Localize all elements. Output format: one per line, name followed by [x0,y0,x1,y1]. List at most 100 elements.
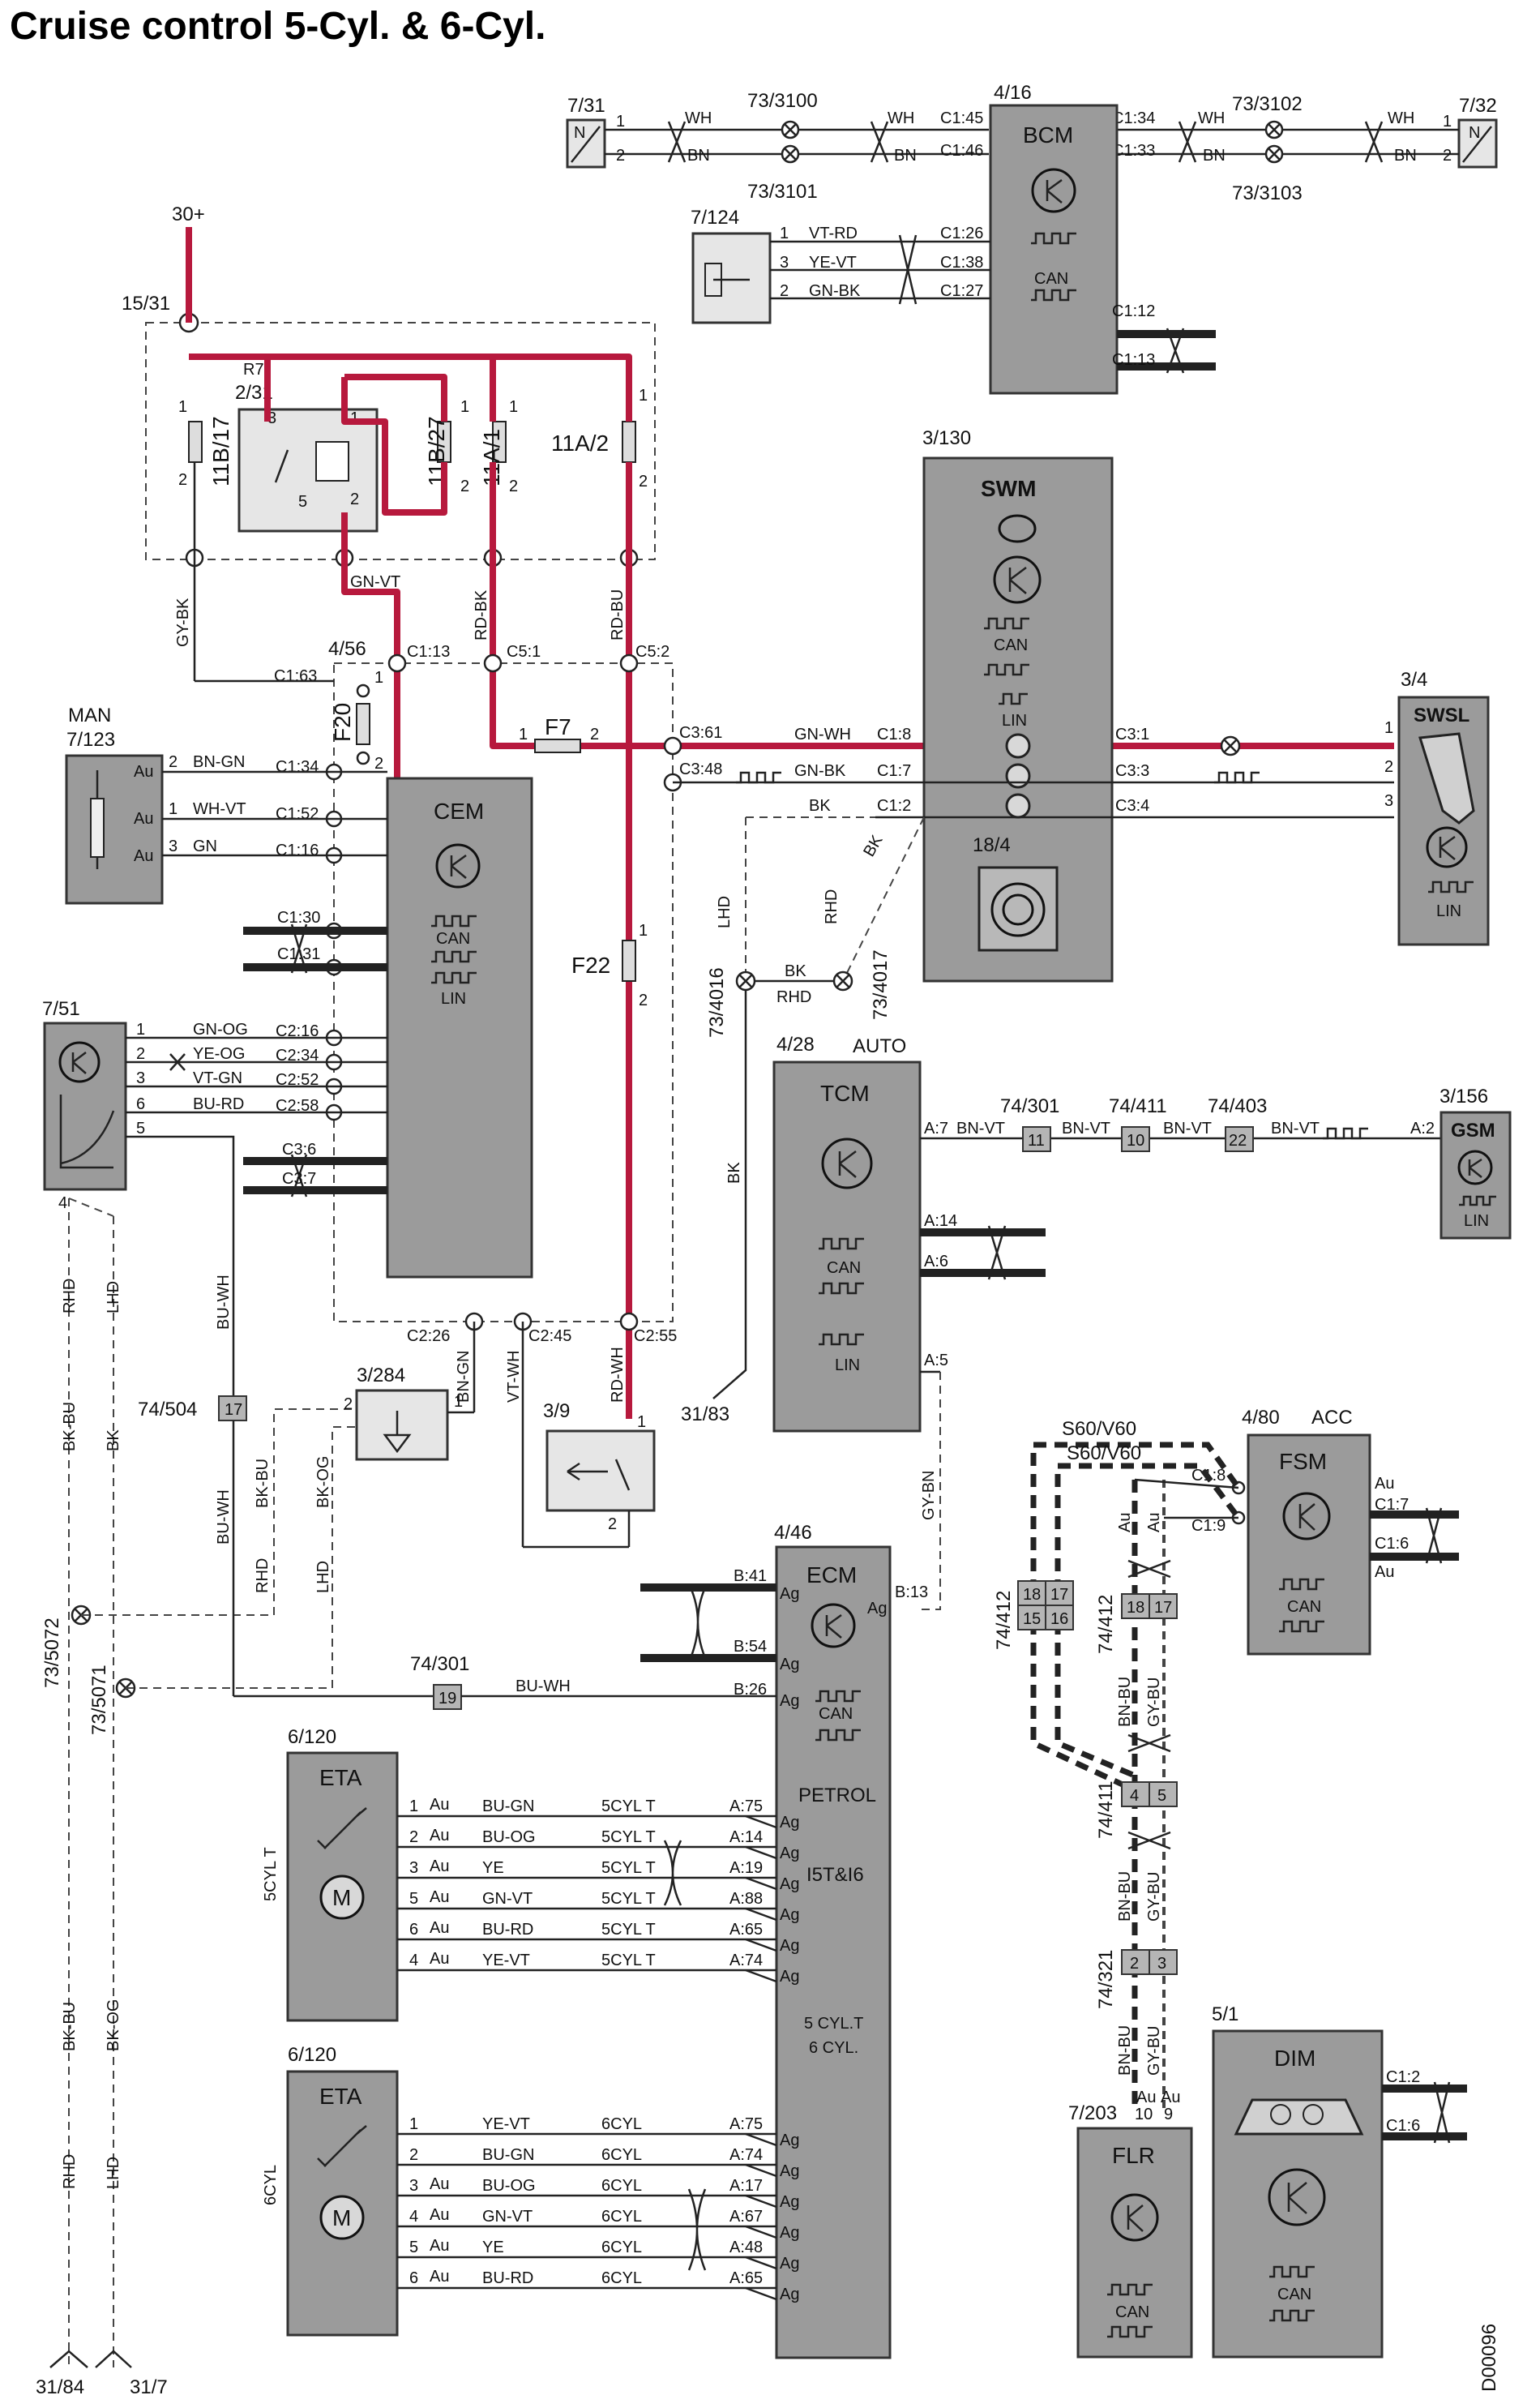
junction-4017: 73/4017 [870,949,892,1020]
pin-label: A:7 [924,1120,948,1138]
pin-label: 10 [1127,1132,1144,1150]
pin-label: 3 [409,2177,418,2195]
pin-label: 17 [1050,1586,1068,1604]
s60v60-label: S60/V60 [1062,1418,1136,1440]
au-label: Au [430,1919,449,1937]
top-wires: 1 2 WH BN WH BN C1:45 C1:46 C1:34 C1:33 … [605,90,1459,204]
lhd-label: LHD [716,896,734,928]
wire-label: BK [860,832,887,860]
pin-label: C1:52 [276,805,319,823]
lhd-label: LHD [105,1281,122,1313]
wire-label: BN-VT [956,1120,1005,1138]
pin-label: 17 [225,1401,242,1419]
wire-label: BK-OG [314,1456,332,1508]
pin-label: 2 [1384,758,1393,776]
switch-3-284: 3/284 2 1 BN-GN [344,1322,476,1461]
pin-label: C1:7 [877,762,911,780]
cem-can: CAN [436,930,470,948]
wire-tick [745,2286,777,2301]
pin-label: 9 [1164,2106,1173,2123]
pin-label: C3:3 [1115,762,1149,780]
cyl-tag: 5CYL T [601,1921,656,1939]
au-label: Au [134,763,153,781]
pin-label: C1:13 [407,643,450,661]
pin-label: 16 [1050,1610,1068,1628]
pin-label: C5:2 [635,643,669,661]
pin-label: 1 [409,2115,418,2133]
pin-label: 15 [1023,1610,1041,1628]
pin-label: 1 [460,398,469,416]
conn-74-411-ref: 74/411 [1095,1780,1117,1839]
lhd-label: LHD [314,1561,332,1593]
ag-label: Ag [867,1600,887,1617]
pin-label: C1:26 [940,225,983,242]
au-label: Au [430,1950,449,1968]
pin-label: 1 [616,113,625,131]
pin-label: 1 [509,398,518,416]
bcm-module: 4/16 BCM CAN C1:12 C1:13 [989,82,1216,395]
pin-label: 5 [409,1890,418,1908]
wire-label: BN [1203,147,1226,165]
wire-label: BU-GN [482,2146,534,2164]
wire-label: VT-GN [193,1069,242,1087]
wire-label: BN [894,147,917,165]
pin-label: 1 [639,387,648,405]
swsl-module: 3/4 SWSL LIN 1 2 3 [1384,669,1490,946]
junction-4016: 73/4016 [706,967,728,1038]
wire-label: GN [193,838,217,855]
page-title: Cruise control 5-Cyl. & 6-Cyl. [10,5,545,48]
pin-label: C1:6 [1375,1535,1409,1553]
svg-text:M: M [332,1885,351,1910]
wire-label: BU-RD [482,2269,533,2287]
pin-label: 1 [409,1797,418,1815]
ground-31-84: 31/84 [36,2376,84,2398]
pin-label: 3 [267,409,276,427]
pin-label: 1 [1384,719,1393,737]
pin-label: A:5 [924,1352,948,1369]
wire-label: VT-RD [809,225,858,242]
junction-3101: 73/3101 [747,181,818,203]
wire-label: BK-OG [105,1999,122,2051]
swsl-name: SWSL [1414,705,1469,726]
wire-label: BN-BU [1116,1871,1134,1922]
fuse-f20: F20 [330,703,355,742]
pin-label: 2 [409,1828,418,1846]
wire-label: BK [105,1429,122,1451]
au-label: Au [430,1888,449,1906]
swm-wiring: GN-WH GN-BK BK LHD RHD BK BK RHD 73/4016… [673,726,1394,1425]
pin-label: C1:38 [940,254,983,272]
pin-label: 2 [1130,1955,1139,1973]
pin-label: A:74 [729,2146,763,2164]
wire-label: BK [809,797,831,815]
pin-label: C2:55 [634,1327,677,1345]
ag-label: Ag [780,2286,799,2303]
ecm-can: CAN [819,1705,853,1723]
connector-74-504: 74/504 17 BU-WH BK-BU BK-OG RHD LHD [138,1395,434,1698]
man-ref: 7/123 [66,729,115,751]
dim-can: CAN [1277,2286,1311,2303]
au-label: Au [430,1796,449,1814]
pin-label: 1 [780,225,789,242]
au-label: Au [1375,1475,1394,1493]
wire-label: BN [687,147,710,165]
wire-label: WH-VT [193,800,246,818]
cem-ref: 4/56 [328,638,366,660]
pin-label: C1:8 [877,726,911,743]
pin-label: C3:61 [679,724,722,742]
sw-3284-ref: 3/284 [357,1365,405,1386]
pin-label: 2 [169,753,178,771]
wire-tick [745,1907,777,1922]
tcm-can: CAN [827,1259,861,1277]
pin-label: A:48 [729,2239,763,2256]
pin-label: B:13 [895,1583,928,1601]
n-label: N [1469,124,1480,142]
wire-label: BK [725,1162,743,1184]
wire-label: WH [685,109,712,127]
cem-name: CEM [434,799,484,824]
pin-label: A:6 [924,1253,948,1270]
cyl-tag: 6CYL [601,2146,642,2164]
swm-lin: LIN [1002,712,1027,730]
dim-name: DIM [1274,2046,1315,2071]
ag-label: Ag [780,1968,799,1986]
